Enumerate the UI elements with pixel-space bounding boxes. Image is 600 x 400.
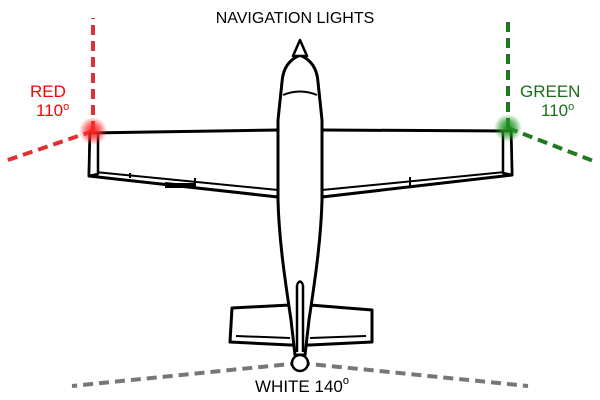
vertical-fin: [295, 280, 305, 352]
green-light-name: GREEN: [520, 82, 580, 101]
green-angle-value: 110: [541, 101, 568, 120]
white-beam-left: [71, 361, 301, 388]
red-angle-unit: o: [63, 101, 69, 113]
aircraft-top-view: [87, 38, 514, 373]
red-light-sector: [4, 18, 95, 163]
green-light-glow: [494, 114, 522, 142]
red-light-angle: 110o: [36, 101, 69, 120]
green-angle-unit: o: [568, 101, 574, 113]
propeller-spinner: [291, 38, 309, 58]
white-light-name: WHITE 140: [255, 377, 343, 396]
stabilizer-detail: [235, 335, 367, 339]
white-light-label: WHITE 140o: [255, 375, 349, 396]
cockpit-outline: [282, 90, 318, 96]
green-beam-side: [507, 126, 597, 164]
red-light-name: RED: [30, 82, 66, 101]
green-light-angle: 110o: [541, 101, 574, 120]
green-light-sector: [506, 18, 597, 164]
red-light-glow: [79, 117, 107, 145]
white-angle-unit: o: [343, 375, 349, 387]
diagram-title: NAVIGATION LIGHTS: [216, 10, 375, 27]
white-light-sector: [71, 361, 529, 388]
tail-light: [290, 353, 310, 373]
left-flap-bar: [165, 183, 195, 188]
white-beam-right: [299, 361, 529, 388]
red-angle-value: 110: [36, 101, 63, 120]
